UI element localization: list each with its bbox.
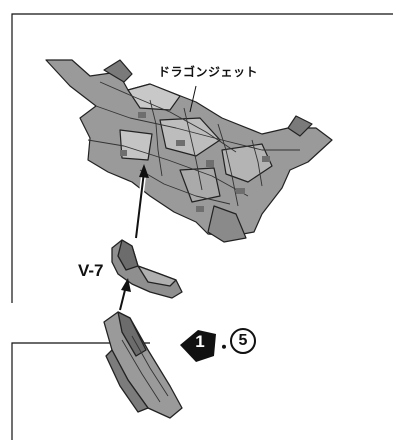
attach-arrow-lower xyxy=(117,278,131,311)
pentagon-badge-icon xyxy=(180,330,216,362)
dragon-jet-model xyxy=(45,59,333,243)
part-code-label: V-7 xyxy=(78,261,104,280)
v7-part xyxy=(111,239,183,299)
model-name-label: ドラゴンジェット xyxy=(158,65,259,79)
step-sub-number: 5 xyxy=(230,328,256,354)
attach-arrow-upper xyxy=(133,164,149,239)
step-number: 1 xyxy=(195,332,205,351)
label-leader-line xyxy=(189,85,197,113)
lower-panel-border xyxy=(11,342,150,440)
step-separator: ・ xyxy=(216,340,233,357)
handle-part xyxy=(103,311,183,419)
upper-panel-border xyxy=(11,13,393,303)
